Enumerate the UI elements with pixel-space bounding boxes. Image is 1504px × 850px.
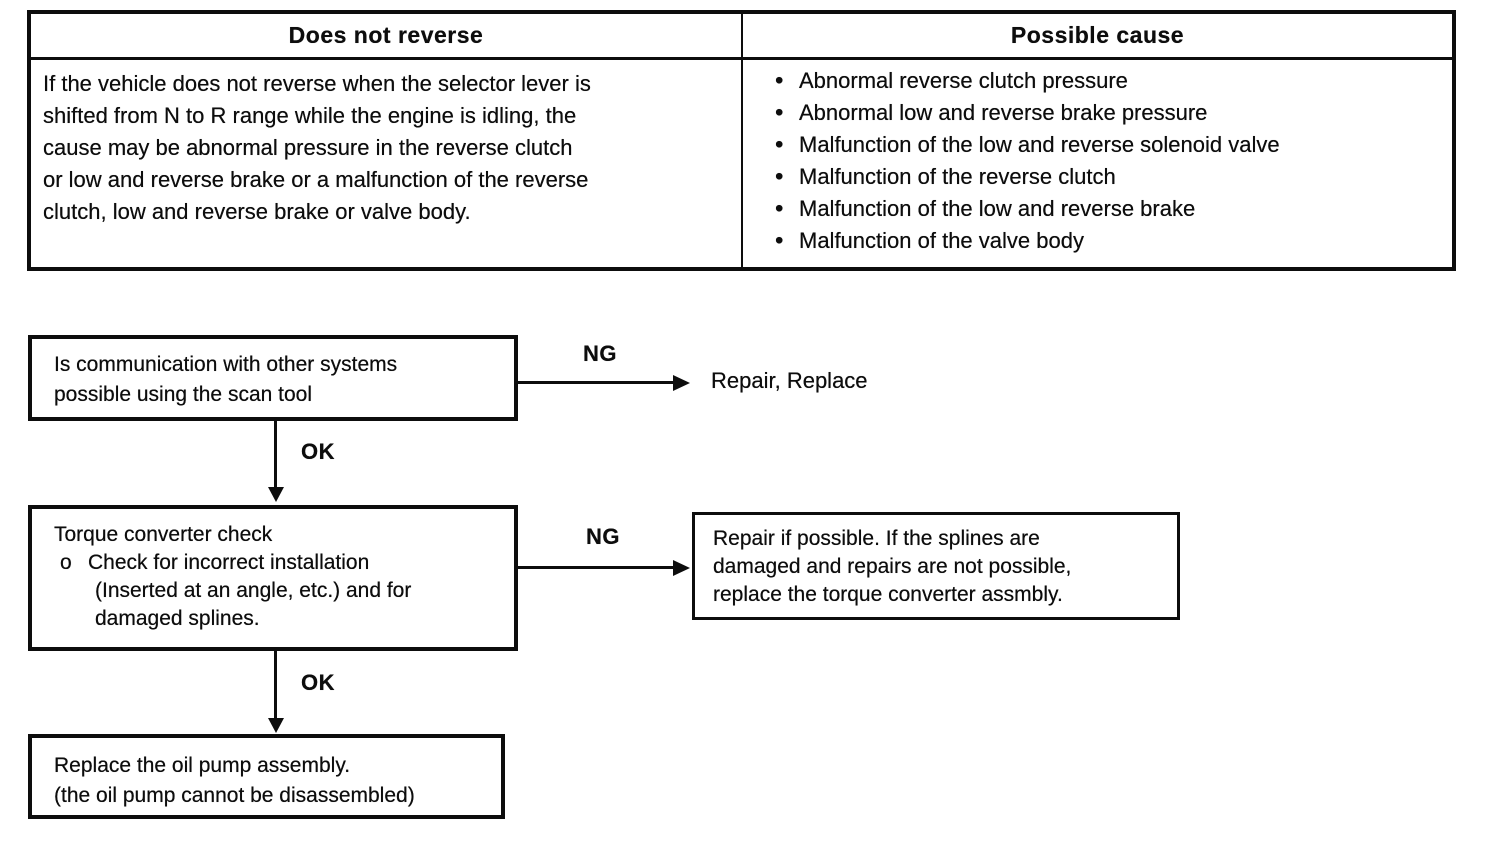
repair-result-box: Repair if possible. If the splines are d… xyxy=(692,512,1180,620)
symptom-line: clutch, low and reverse brake or valve b… xyxy=(43,199,471,224)
symptom-line: If the vehicle does not reverse when the… xyxy=(43,71,591,96)
bullet-icon xyxy=(775,129,799,161)
bullet-icon xyxy=(775,193,799,225)
symptom-line: shifted from N to R range while the engi… xyxy=(43,103,577,128)
step2-check-item: o Check for incorrect installation xyxy=(54,549,514,577)
step2-ok-label: OK xyxy=(301,670,335,695)
step2-check-line: damaged splines. xyxy=(95,607,260,630)
cause-item: Malfunction of the low and reverse brake xyxy=(761,193,1438,225)
symptom-line: or low and reverse brake or a malfunctio… xyxy=(43,167,589,192)
step3-box: Replace the oil pump assembly. (the oil … xyxy=(28,734,505,819)
step1-ng-arrow-icon xyxy=(518,381,673,384)
repair-result-line: damaged and repairs are not possible, xyxy=(713,555,1072,578)
step2-ng-label: NG xyxy=(586,524,620,549)
cause-item: Abnormal low and reverse brake pressure xyxy=(761,97,1438,129)
cause-item: Abnormal reverse clutch pressure xyxy=(761,65,1438,97)
step1-ok-label: OK xyxy=(301,439,335,464)
step1-ng-label: NG xyxy=(583,341,617,366)
bullet-icon xyxy=(775,97,799,129)
bullet-icon xyxy=(775,225,799,257)
symptom-column-header: Does not reverse xyxy=(31,14,743,60)
bullet-icon xyxy=(775,65,799,97)
step1-text-line: possible using the scan tool xyxy=(54,383,312,406)
cause-item: Malfunction of the valve body xyxy=(761,225,1438,257)
cause-item-text: Malfunction of the low and reverse brake xyxy=(799,196,1196,221)
step2-check-line: Check for incorrect installation xyxy=(88,551,370,574)
step1-ok-arrow-icon xyxy=(274,420,277,487)
cause-list: Abnormal reverse clutch pressure Abnorma… xyxy=(743,60,1452,267)
step2-box: Torque converter check o Check for incor… xyxy=(28,505,518,651)
cause-item-text: Malfunction of the low and reverse solen… xyxy=(799,132,1280,157)
step2-ok-arrow-icon xyxy=(274,650,277,718)
cause-item-text: Abnormal low and reverse brake pressure xyxy=(799,100,1208,125)
symptom-cause-table: Does not reverse Possible cause If the v… xyxy=(27,10,1456,271)
step2-title: Torque converter check xyxy=(54,523,273,546)
symptom-line: cause may be abnormal pressure in the re… xyxy=(43,135,573,160)
cause-column-header: Possible cause xyxy=(743,14,1452,60)
repair-result-line: Repair if possible. If the splines are xyxy=(713,527,1040,550)
cause-item: Malfunction of the reverse clutch xyxy=(761,161,1438,193)
step2-check-marker: o xyxy=(60,551,72,574)
step3-text-line: (the oil pump cannot be disassembled) xyxy=(54,784,415,807)
cause-item-text: Malfunction of the reverse clutch xyxy=(799,164,1116,189)
step1-ng-result-text: Repair, Replace xyxy=(711,368,868,393)
cause-item: Malfunction of the low and reverse solen… xyxy=(761,129,1438,161)
bullet-icon xyxy=(775,161,799,193)
step3-text-line: Replace the oil pump assembly. xyxy=(54,754,351,777)
step2-check-line: (Inserted at an angle, etc.) and for xyxy=(95,579,412,602)
cause-item-text: Abnormal reverse clutch pressure xyxy=(799,68,1128,93)
step1-text-line: Is communication with other systems xyxy=(54,353,398,376)
symptom-description: If the vehicle does not reverse when the… xyxy=(31,60,743,267)
cause-item-text: Malfunction of the valve body xyxy=(799,228,1084,253)
repair-result-line: replace the torque converter assmbly. xyxy=(713,583,1063,606)
step2-ng-arrow-icon xyxy=(518,566,673,569)
step1-box: Is communication with other systems poss… xyxy=(28,335,518,421)
